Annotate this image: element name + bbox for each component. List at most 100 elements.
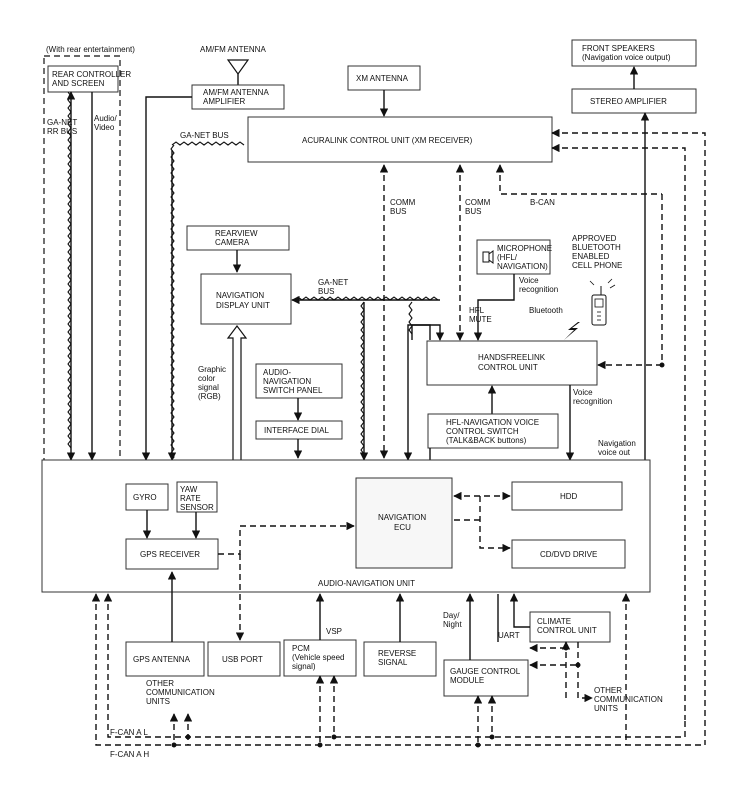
other-comm-a-label-1: OTHER <box>146 679 174 688</box>
am-fm-group: AM/FM ANTENNA AM/FM ANTENNA AMPLIFIER <box>141 45 285 461</box>
reverse-label-1: REVERSE <box>378 649 416 658</box>
graphic-signal-label-4: (RGB) <box>198 392 221 401</box>
other-comm-a-label-3: UNITS <box>146 697 170 706</box>
comm-bus-b-label-2: BUS <box>465 207 481 216</box>
other-comm-b-label-1: OTHER <box>594 686 622 695</box>
navigation-ecu-box <box>355 477 453 569</box>
ga-net-rr-label-2: RR BUS <box>47 127 77 136</box>
microphone-icon <box>482 250 494 264</box>
hdd-label: HDD <box>560 492 578 501</box>
voice-recognition-b-label-1: Voice <box>573 388 593 397</box>
hfl-mute-line <box>403 324 431 461</box>
xm-antenna-label: XM ANTENNA <box>356 74 409 83</box>
climate-label-2: CONTROL UNIT <box>537 626 597 635</box>
approved-phone-label-4: CELL PHONE <box>572 261 622 270</box>
uart-label: UART <box>498 631 520 640</box>
audio-nav-panel-label-1: AUDIO- <box>263 368 291 377</box>
other-comm-b-line <box>577 642 593 703</box>
usb-port-box <box>207 641 281 677</box>
am-fm-amplifier-label-1: AM/FM ANTENNA <box>203 88 269 97</box>
approved-phone-label-2: BLUETOOTH <box>572 243 621 252</box>
pcm-label-2: (Vehicle speed <box>292 653 344 662</box>
hfl-nav-switch-label-1: HFL-NAVIGATION VOICE <box>446 418 539 427</box>
day-night-label-2: Night <box>443 620 462 629</box>
comm-bus-a-label-1: COMM <box>390 198 416 207</box>
stereo-amplifier-box <box>571 88 697 114</box>
usb-port-label: USB PORT <box>222 655 263 664</box>
nav-ecu-label-2: ECU <box>394 523 411 532</box>
nav-ecu-label-1: NAVIGATION <box>378 513 426 522</box>
audio-video-label-1: Audio/ <box>94 114 117 123</box>
front-speakers-box <box>571 39 697 67</box>
f-can-al-bus <box>91 593 705 746</box>
pcm-label-3: signal) <box>292 662 316 671</box>
yaw-rate-sensor-box <box>176 481 218 513</box>
ga-net-rr-label-1: GA-NET <box>47 118 77 127</box>
front-speakers-label-2: (Navigation voice output) <box>582 53 671 62</box>
hfl-unit-label-1: HANDSFREELINK <box>478 353 546 362</box>
ga-net-bus-label: GA-NET BUS <box>180 131 229 140</box>
microphone-label-2: (HFL/ <box>497 253 518 262</box>
junction-dot <box>475 742 481 748</box>
gps-receiver-box <box>125 538 219 570</box>
right-bus-1 <box>551 128 706 745</box>
ga-net-bus-top-zig <box>171 141 245 146</box>
rear-controller-box <box>47 65 119 93</box>
other-comm-a-label-2: COMMUNICATION <box>146 688 215 697</box>
b-can-label: B-CAN <box>530 198 555 207</box>
nav-voice-out-label-2: voice out <box>598 448 631 457</box>
acuralink-control-unit-box <box>247 116 553 163</box>
rearview-camera-box <box>186 225 290 251</box>
xm-antenna-box <box>347 65 421 91</box>
gyro-label: GYRO <box>133 493 157 502</box>
ga-net-bus-mid-label-1: GA-NET <box>318 278 348 287</box>
junction-dot <box>489 734 495 740</box>
acuralink-label: ACURALINK CONTROL UNIT (XM RECEIVER) <box>302 136 473 145</box>
yaw-label-3: SENSOR <box>180 503 214 512</box>
comm-bus-a-label-2: BUS <box>390 207 406 216</box>
ga-net-bus-mid-vert-zig <box>360 301 365 455</box>
audio-nav-unit-label: AUDIO-NAVIGATION UNIT <box>318 579 415 588</box>
other-comm-b-label-3: UNITS <box>594 704 618 713</box>
day-night-label-1: Day/ <box>443 611 460 620</box>
am-fm-antenna-label: AM/FM ANTENNA <box>200 45 266 54</box>
f-can-ah-label: F-CAN A H <box>110 750 149 759</box>
gyro-box <box>125 483 169 511</box>
audio-video-label-2: Video <box>94 123 115 132</box>
interface-dial-label: INTERFACE DIAL <box>264 426 329 435</box>
graphic-signal-label-1: Graphic <box>198 365 226 374</box>
audio-nav-panel-label-2: NAVIGATION <box>263 377 311 386</box>
f-can-ah-bus <box>103 593 686 738</box>
interface-dial-box <box>255 420 343 440</box>
navigation-display-unit-box <box>200 273 292 325</box>
b-can-line <box>495 164 662 195</box>
voice-recognition-b-label-2: recognition <box>573 397 612 406</box>
vsp-label: VSP <box>326 627 342 636</box>
hfl-mute-label-2: MUTE <box>469 315 492 324</box>
ga-net-bus-mid-label-2: BUS <box>318 287 334 296</box>
am-fm-to-avu-line <box>141 96 192 461</box>
navigation-display-label-2: DISPLAY UNIT <box>216 301 270 310</box>
ga-net-bus-hfl-zig <box>408 301 413 335</box>
mic-to-hfl-line <box>473 274 515 341</box>
hfl-navigation-switch-box <box>427 413 559 449</box>
gps-antenna-label: GPS ANTENNA <box>133 655 191 664</box>
rearview-camera-label-2: CAMERA <box>215 238 250 247</box>
junction-dot <box>317 742 323 748</box>
gps-to-ecu-line <box>218 521 355 555</box>
microphone-label-3: NAVIGATION) <box>497 262 548 271</box>
graphic-signal-arrow <box>226 325 248 460</box>
graphic-signal-label-3: signal <box>198 383 219 392</box>
hfl-unit-label-2: CONTROL UNIT <box>478 363 538 372</box>
pcm-label-1: PCM <box>292 644 310 653</box>
gauge-label-2: MODULE <box>450 676 484 685</box>
ga-net-bus-to-hfl <box>411 324 445 341</box>
bluetooth-lightning-icon <box>564 322 580 340</box>
audio-nav-panel-label-3: SWITCH PANEL <box>263 386 323 395</box>
yaw-label-2: RATE <box>180 494 201 503</box>
voice-recognition-a-label-2: recognition <box>519 285 558 294</box>
am-fm-antenna-icon <box>226 59 250 76</box>
nav-voice-out-label-1: Navigation <box>598 439 636 448</box>
cell-phone-icon <box>589 278 616 326</box>
